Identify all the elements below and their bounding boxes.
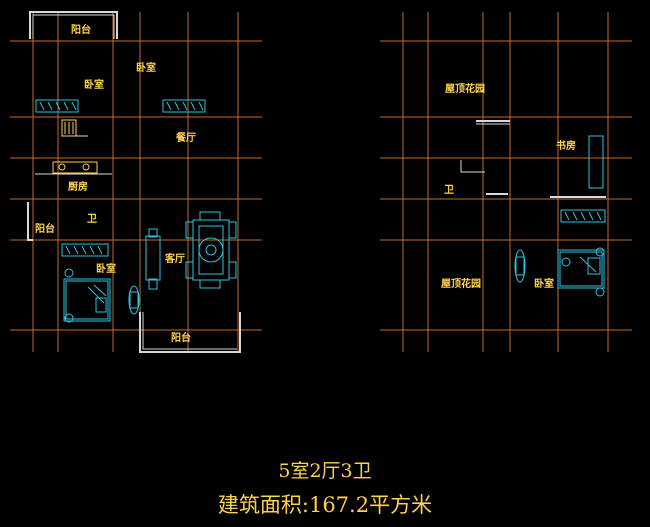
room-label-bathroom-right: 卫 (444, 184, 454, 196)
armchair-living (128, 285, 140, 315)
room-label-balcony-top: 阳台 (71, 23, 91, 36)
room-label-balcony-left: 阳台 (35, 222, 55, 235)
dining-set (185, 211, 237, 289)
left-plan-grid (10, 12, 262, 352)
sofa-living (145, 228, 161, 290)
room-label-study: 书房 (556, 139, 576, 152)
room-label-bedroom-right: 卧室 (534, 277, 554, 290)
bed-left (63, 268, 111, 323)
room-label-roof-garden-top: 屋顶花园 (445, 82, 485, 95)
kitchen-stove (52, 161, 98, 174)
room-label-bathroom-left: 卫 (87, 213, 97, 225)
floor-area: 建筑面积:167.2平方米 (217, 493, 433, 517)
room-label-roof-garden-bottom: 屋顶花园 (441, 277, 481, 290)
layout-summary: 5室2厅3卫 (278, 460, 372, 482)
wardrobe-top-left (35, 99, 79, 113)
room-label-living: 客厅 (164, 252, 185, 265)
room-label-bedroom-b: 卧室 (136, 61, 156, 74)
wardrobe-top-middle (162, 99, 206, 113)
room-label-kitchen: 厨房 (68, 180, 88, 193)
room-label-bedroom-c: 卧室 (96, 262, 116, 275)
stair-fixture (61, 119, 77, 137)
furniture (35, 99, 606, 323)
right-room-labels: 屋顶花园 书房 卫 屋顶花园 卧室 (441, 82, 576, 290)
armchair-right (514, 249, 526, 283)
wardrobe-right (560, 209, 606, 223)
room-label-balcony-bottom: 阳台 (171, 331, 191, 344)
study-shelf (588, 135, 604, 189)
right-plan-grid (380, 12, 632, 352)
walls (27, 11, 606, 353)
left-room-labels: 阳台 卧室 卧室 餐厅 厨房 阳台 卫 客厅 卧室 阳台 (35, 23, 196, 344)
wardrobe-bedroom-c (61, 243, 109, 257)
bed-right (557, 247, 605, 297)
room-label-dining: 餐厅 (175, 131, 196, 144)
room-label-bedroom-a: 卧室 (84, 78, 104, 91)
